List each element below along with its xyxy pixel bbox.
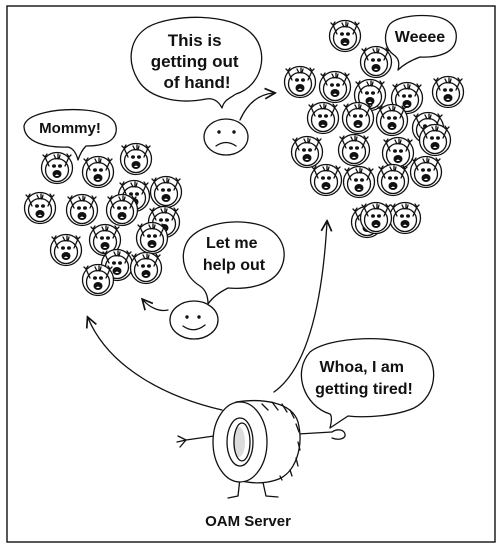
helper-face-icon [169,300,219,340]
right-crowd-screaming-face-icon [431,75,465,109]
speech-bubble-mommy: Mommy! [23,108,117,161]
bubble-text-weeee: Weeee [395,29,446,46]
right-crowd-screaming-face-icon [418,123,452,157]
left-crowd-screaming-face-icon [81,263,115,297]
right-crowd-screaming-face-icon [359,45,393,79]
worried-face-icon [203,118,249,156]
right-crowd-screaming-face-icon [328,19,362,53]
bubble-text-tired: Whoa, I am getting tired! [315,359,413,398]
bubble-text-help-out: Let me help out [203,235,266,274]
right-crowd-screaming-face-icon [376,163,410,197]
left-crowd-screaming-face-icon [129,251,163,285]
right-crowd-screaming-face-icon [381,136,415,170]
right-crowd-screaming-face-icon [306,101,340,135]
right-crowd-screaming-face-icon [309,163,343,197]
left-crowd [23,142,183,297]
left-crowd-screaming-face-icon [149,175,183,209]
right-crowd-screaming-face-icon [388,201,422,235]
left-crowd-screaming-face-icon [40,151,74,185]
left-crowd-screaming-face-icon [23,191,57,225]
right-crowd-screaming-face-icon [359,201,393,235]
right-crowd-screaming-face-icon [318,70,352,104]
arrow-worried-to-right-crowd [239,93,274,121]
oam-server-character [176,399,346,499]
speech-bubble-help-out: Let me help out [182,221,285,305]
right-crowd-screaming-face-icon [337,133,371,167]
right-crowd-screaming-face-icon [290,135,324,169]
frame-border [6,5,496,543]
left-crowd-screaming-face-icon [105,193,139,227]
left-crowd-screaming-face-icon [119,142,153,176]
right-crowd-screaming-face-icon [342,165,376,199]
speech-bubble-weeee: Weeee [384,14,457,71]
tire-face [212,401,268,483]
arrow-server-to-right-crowd [273,222,327,393]
speech-bubble-out-of-hand: This is getting out of hand! [130,16,263,109]
arrow-helper-to-left-crowd [143,300,169,312]
oam-server-caption: OAM Server [205,513,291,530]
left-crowd-screaming-face-icon [49,233,83,267]
right-crowd-screaming-face-icon [375,103,409,137]
left-crowd-screaming-face-icon [65,193,99,227]
bubble-text-mommy: Mommy! [39,120,101,137]
right-crowd-screaming-face-icon [409,155,443,189]
left-crowd-screaming-face-icon [135,221,169,255]
right-crowd-screaming-face-icon [341,101,375,135]
left-crowd-screaming-face-icon [81,155,115,189]
bubble-text-out-of-hand: This is getting out of hand! [151,31,244,92]
speech-bubble-tired: Whoa, I am getting tired! [300,337,435,429]
arrow-server-to-left-crowd [88,318,223,411]
right-crowd-screaming-face-icon [283,65,317,99]
